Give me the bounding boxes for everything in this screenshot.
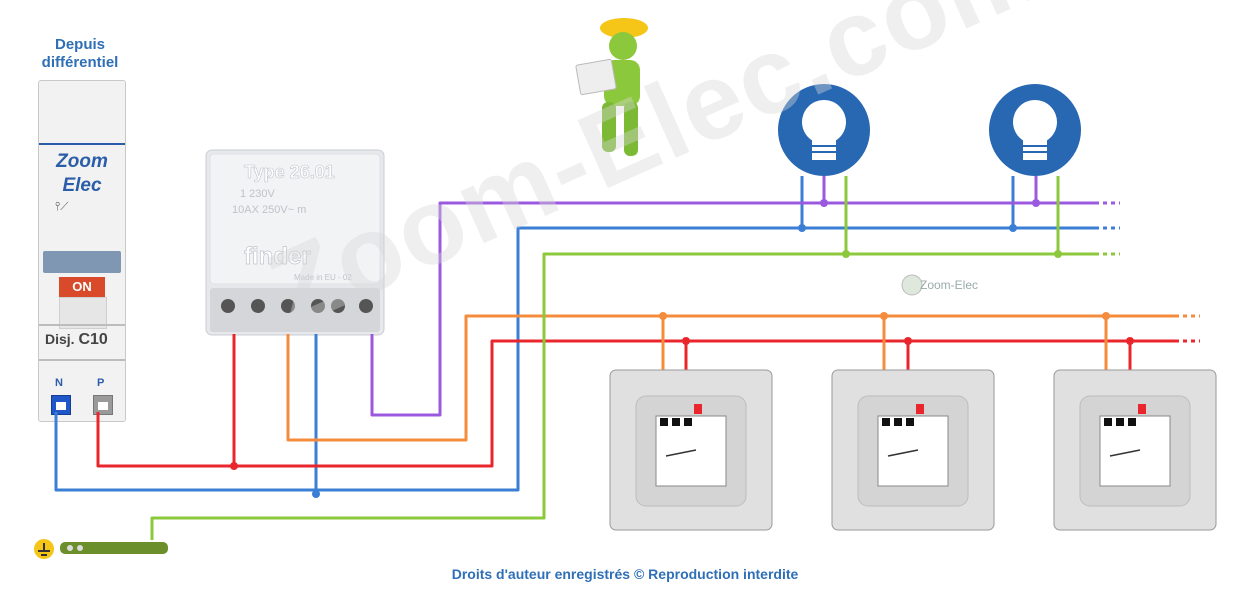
wire-lamp-return <box>370 201 1095 417</box>
worker-icon <box>575 18 648 156</box>
circuit-breaker: Zoom Elec ⫯⟋ ON Disj. C10 N P <box>38 80 126 422</box>
wire-earth <box>150 252 1095 540</box>
wire-switched <box>286 314 1175 442</box>
wires <box>54 176 1200 540</box>
relay-type: Type 26.01 <box>244 162 335 182</box>
breaker-symbol-icon: ⫯⟋ <box>55 199 69 213</box>
breaker-divider-2 <box>39 359 125 361</box>
lamp-icon <box>778 84 870 176</box>
relay-terminal-2[interactable] <box>251 299 265 313</box>
relay-brand: finder <box>244 243 311 270</box>
breaker-handle-bar <box>43 251 121 273</box>
relay-terminal-1[interactable] <box>221 299 235 313</box>
breaker-rating: Disj. C10 <box>45 331 108 349</box>
relay-terminal-4[interactable] <box>311 299 325 313</box>
zoom-elec-logo: Zoom-Elec <box>901 274 978 296</box>
relay-terminal-6[interactable] <box>359 299 373 313</box>
breaker-divider <box>39 324 125 326</box>
relay-coil: 1 230V <box>240 188 276 200</box>
relay-terminal-5[interactable] <box>331 299 345 313</box>
breaker-title-line2: différentiel <box>41 54 119 71</box>
lamp-icon <box>989 84 1081 176</box>
logo-text: Zoom-Elec <box>920 278 978 292</box>
terminal-n-label: N <box>55 377 63 389</box>
relay-terminal-3[interactable] <box>281 299 295 313</box>
breaker-switch-on[interactable]: ON <box>59 277 105 297</box>
impulse-relay: Type 26.01 1 230V 10AX 250V~ m finder Ma… <box>205 149 385 336</box>
wire-phase <box>96 339 1175 468</box>
push-button-icon[interactable] <box>1053 369 1217 531</box>
relay-contact: 10AX 250V~ m <box>232 204 306 216</box>
wire-neutral <box>54 226 1095 492</box>
breaker-toggle[interactable] <box>59 297 107 329</box>
terminal-n[interactable] <box>51 395 71 415</box>
junction-dots <box>230 199 1134 498</box>
breaker-rating-value: C10 <box>78 331 108 348</box>
copyright-caption: Droits d'auteur enregistrés © Reproducti… <box>451 566 799 582</box>
terminal-p-label: P <box>97 377 105 389</box>
terminal-p[interactable] <box>93 395 113 415</box>
relay-origin: Made in EU - 02 <box>294 273 352 282</box>
breaker-brand-line1: Zoom <box>56 151 108 172</box>
push-button-icon[interactable] <box>831 369 995 531</box>
breaker-title-line1: Depuis <box>54 36 105 53</box>
breaker-rating-prefix: Disj. <box>45 331 75 347</box>
ground-icon <box>34 539 168 559</box>
push-button-icon[interactable] <box>609 369 773 531</box>
breaker-stripe <box>39 143 125 145</box>
breaker-brand-line2: Elec <box>62 175 102 196</box>
breaker-title: Depuis différentiel <box>30 36 130 72</box>
